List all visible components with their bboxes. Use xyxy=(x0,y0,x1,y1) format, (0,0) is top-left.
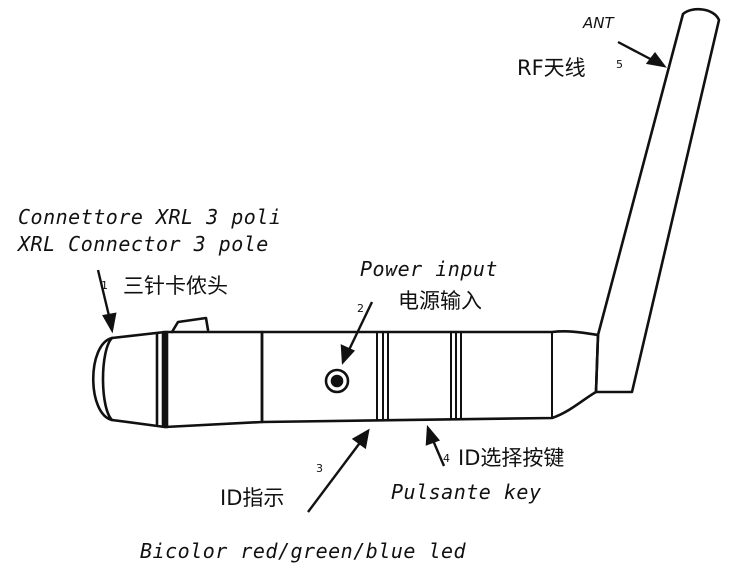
connector-sleeve xyxy=(163,330,264,429)
antenna xyxy=(594,7,721,394)
key-label-en: Pulsante key xyxy=(391,480,542,504)
connector-label-it: Connettore XRL 3 poli xyxy=(18,205,282,229)
antenna-label-cn: RF天线 xyxy=(517,56,586,80)
antenna-label-en: ANT xyxy=(583,14,614,32)
connector-latch xyxy=(170,316,210,334)
connector-arrow xyxy=(96,269,112,321)
connector-label-en: XRL Connector 3 pole xyxy=(18,232,269,256)
led-label-en: Bicolor red/green/blue led xyxy=(140,539,467,563)
connector-callout-number: 1 xyxy=(101,279,108,292)
antenna-callout-number: 5 xyxy=(616,58,623,71)
led-callout-number: 3 xyxy=(316,462,323,475)
led-arrow xyxy=(307,439,363,513)
power-callout-number: 2 xyxy=(357,302,364,315)
power-jack xyxy=(324,368,350,394)
key-callout-number: 4 xyxy=(443,452,450,465)
connector-label-cn: 三针卡侬头 xyxy=(123,274,228,298)
power-arrow xyxy=(346,301,374,353)
antenna-arrow xyxy=(617,40,657,64)
key-label-cn: ID选择按键 xyxy=(458,446,565,470)
device-body xyxy=(260,330,600,424)
led-label-cn: ID指示 xyxy=(220,486,285,510)
power-label-en: Power input xyxy=(360,257,498,281)
xlr-nose xyxy=(91,330,167,429)
power-label-cn: 电源输入 xyxy=(398,289,482,313)
